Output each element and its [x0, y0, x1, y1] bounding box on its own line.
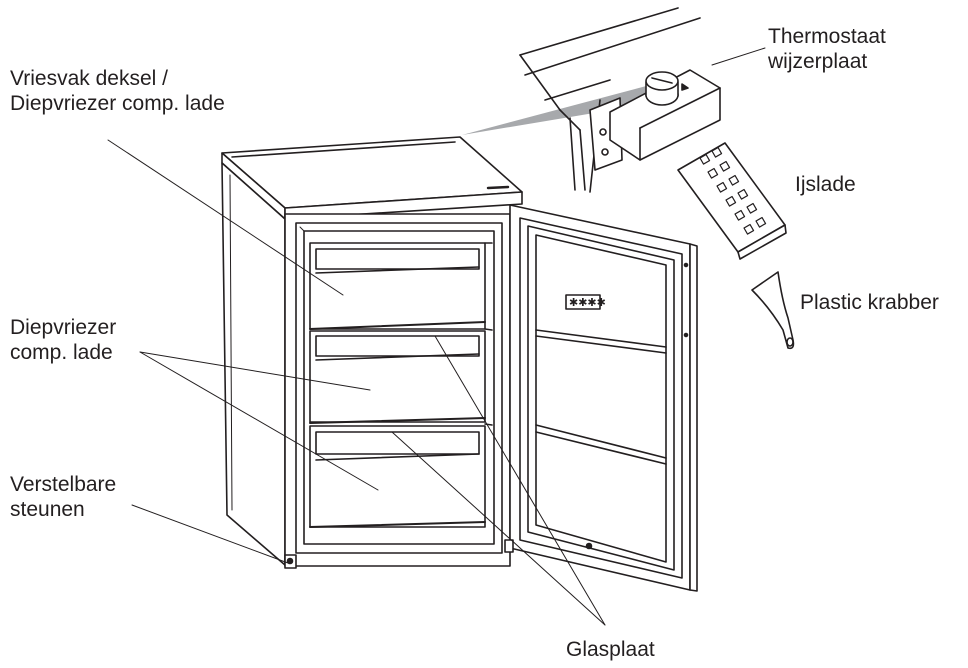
freezer-door: ✱✱✱✱ — [504, 204, 698, 592]
plastic-scraper — [751, 271, 795, 350]
thermostat-detail — [519, 7, 721, 193]
leader-thermostat — [711, 47, 766, 66]
drawer-top — [309, 242, 486, 330]
ice-tray — [677, 142, 787, 260]
leader-lines — [107, 47, 766, 626]
leader-drawer-2 — [139, 351, 379, 491]
star-rating-badge — [565, 294, 601, 310]
leader-drawer-1 — [139, 351, 371, 391]
leader-glass-1 — [434, 335, 606, 626]
label-glass-shelf: Glasplaat — [566, 638, 655, 661]
leader-glass-2 — [391, 431, 606, 626]
svg-text:✱✱✱✱: ✱✱✱✱ — [569, 296, 606, 309]
drawer-bottom — [309, 425, 486, 528]
label-thermostat: Thermostaat wijzerplaat — [768, 25, 886, 73]
drawer-middle — [309, 330, 486, 423]
leader-feet — [131, 504, 289, 564]
label-scraper: Plastic krabber — [800, 291, 939, 314]
label-drawer: Diepvriezer comp. lade — [10, 316, 117, 364]
label-feet: Verstelbare steunen — [10, 473, 117, 521]
label-freezer-lid: Vriesvak deksel / Diepvriezer comp. lade — [10, 67, 225, 115]
leader-freezer-lid — [107, 139, 344, 296]
label-ice-tray: Ijslade — [795, 173, 856, 196]
freezer-drawers — [309, 242, 493, 528]
